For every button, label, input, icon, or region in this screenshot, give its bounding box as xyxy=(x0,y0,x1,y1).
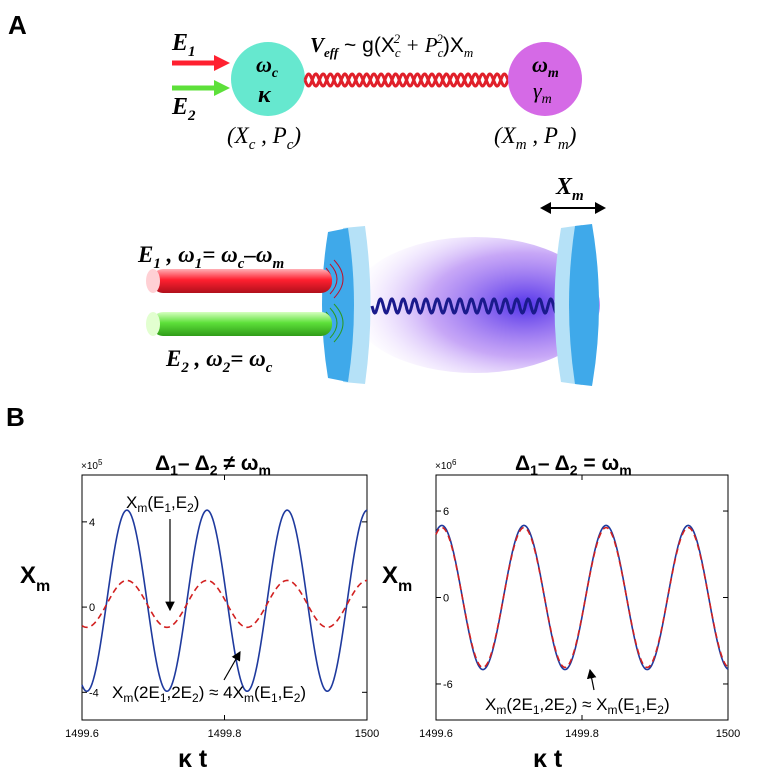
chart-right-ytick-label-2: 6 xyxy=(443,506,449,518)
chart-left-ytick-label-2: 4 xyxy=(89,517,95,529)
chart-right-xtick-label-0: 1499.6 xyxy=(419,728,453,740)
chart-right-xtick-label-1: 1499.8 xyxy=(565,728,599,740)
cavity-frequency: ωc xyxy=(256,52,279,81)
mechanical-quadratures: (Xm , Pm) xyxy=(494,123,576,153)
chart-left-title: Δ1– Δ2 ≠ ωm xyxy=(155,452,271,478)
left-mirror xyxy=(322,228,354,382)
chart-right-ytick-label-1: 0 xyxy=(443,593,449,605)
drive-e2-label: E2 , ω2= ωc xyxy=(165,346,273,376)
chart-right: Δ1– Δ2 = ωm ×106 Xm κ t 1499.6 1499.8 1500… xyxy=(382,452,740,773)
optomechanical-setup: Xm E1 , ω1= ωc–ωm E2 , ω2= ωc xyxy=(137,174,606,386)
chart-left-ytick-label-0: -4 xyxy=(89,687,99,699)
chart-left-annotation-2: Xm(2E1,2E2) ≈ 4Xm(E1,E2) xyxy=(112,683,306,705)
right-mirror xyxy=(569,224,599,386)
e1-arrowhead xyxy=(214,55,230,71)
chart-right-axes-frame xyxy=(435,474,729,721)
chart-left-annotation-2-arrow xyxy=(223,650,241,681)
chart-left-exponent: ×105 xyxy=(81,458,103,472)
cavity-decay: κ xyxy=(258,82,272,108)
panel-a-label: A xyxy=(8,10,27,40)
chart-left-xtick-label-2: 1500 xyxy=(355,728,379,740)
displacement-arrowhead-right xyxy=(595,202,606,214)
e2-arrowhead xyxy=(214,80,230,96)
chart-left-ylabel: Xm xyxy=(20,562,50,595)
chart-left-xtick-label-0: 1499.6 xyxy=(65,728,99,740)
laser-beam-e2 xyxy=(152,312,332,336)
chart-left-series-1 xyxy=(81,579,368,629)
mechanical-frequency: ωm xyxy=(532,52,559,81)
chart-right-title: Δ1– Δ2 = ωm xyxy=(515,452,632,478)
laser-beam-e2-end xyxy=(146,312,160,336)
chart-right-annotation-1: Xm(2E1,2E2) ≈ Xm(E1,E2) xyxy=(485,695,670,717)
coupling-spring xyxy=(303,72,510,88)
chart-left-xtick-label-1: 1499.8 xyxy=(208,728,242,740)
schematic-e1-label: E1 xyxy=(171,30,196,60)
schematic-e2-label: E2 xyxy=(171,94,196,124)
chart-right-ytick-label-0: -6 xyxy=(443,679,453,691)
chart-right-xtick-label-2: 1500 xyxy=(716,728,740,740)
laser-beam-e1 xyxy=(152,269,332,293)
schematic: E1 E2 ωc κ ωm γm Veff ~ g(Xc2 + Pc2)Xm (… xyxy=(171,30,582,153)
chart-right-xlabel: κ t xyxy=(533,745,563,773)
panel-b-label: B xyxy=(6,402,25,432)
chart-left-series-0 xyxy=(81,509,368,693)
displacement-arrowhead-left xyxy=(540,202,551,214)
chart-right-ylabel: Xm xyxy=(382,562,412,595)
cavity-mode-circle xyxy=(231,42,305,116)
cavity-quadratures: (Xc , Pc) xyxy=(227,123,301,153)
mechanical-decay: γm xyxy=(533,78,552,107)
mechanical-mode-circle xyxy=(508,42,582,116)
chart-right-series-1 xyxy=(435,526,729,669)
drive-e1-label: E1 , ω1= ωc–ωm xyxy=(137,242,284,272)
chart-left-ytick-label-1: 0 xyxy=(89,602,95,614)
chart-left-annotation-1: Xm(E1,E2) xyxy=(126,493,199,515)
chart-left: Δ1– Δ2 ≠ ωm ×105 Xm κ t 1499.6 1499.8 1500… xyxy=(20,452,379,773)
effective-potential-formula: Veff ~ g(Xc2 + Pc2)Xm xyxy=(310,31,473,60)
mechanical-spring xyxy=(370,297,567,315)
laser-beam-e1-end xyxy=(146,269,160,293)
displacement-label: Xm xyxy=(555,174,584,204)
chart-left-xlabel: κ t xyxy=(178,745,208,773)
chart-right-annotation-1-arrow xyxy=(586,668,597,691)
chart-right-exponent: ×106 xyxy=(435,458,457,472)
